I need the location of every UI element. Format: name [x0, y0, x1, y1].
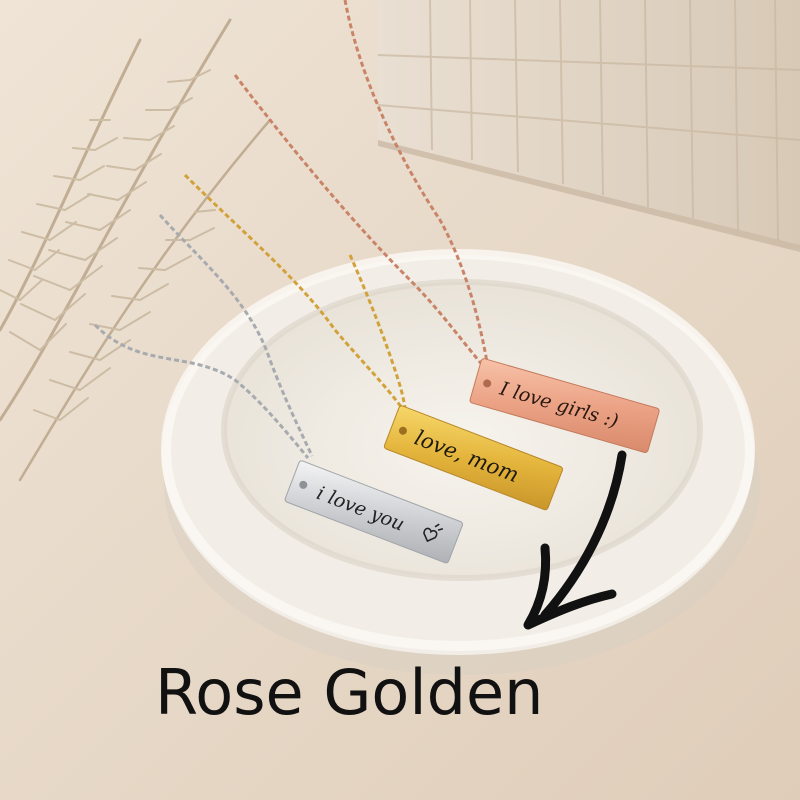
hand-heart-icon: [423, 523, 444, 543]
silver-chain: [93, 214, 314, 459]
arrow-icon: [523, 450, 627, 630]
pampas-grass: [0, 18, 272, 482]
rose-gold-chain: [233, 0, 490, 369]
color-caption: Rose Golden: [155, 656, 544, 729]
gold-chain: [183, 173, 407, 409]
stone-wall: [377, 0, 800, 252]
